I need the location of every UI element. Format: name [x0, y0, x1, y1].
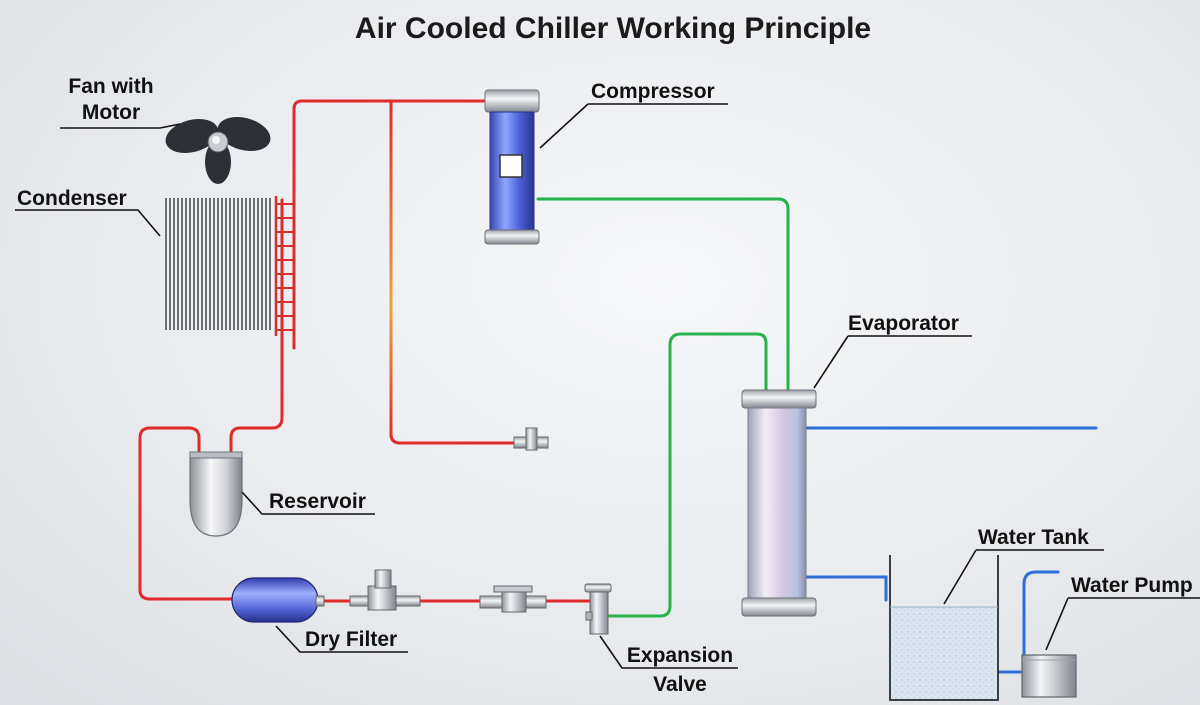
expansion-valve-label: Expansion Valve: [620, 643, 740, 698]
reservoir-icon: [189, 451, 243, 537]
fan-leader: [60, 123, 181, 129]
water-tank-leader: [943, 549, 1104, 605]
expansion-valve-line-2: Valve: [653, 673, 707, 696]
bypass-line-hot: [389, 99, 516, 445]
condenser-coil-icon: [164, 196, 296, 348]
fan-label-line-2: Motor: [81, 101, 141, 124]
water-tank-icon: [889, 555, 999, 701]
liquid-line-valve-1: [349, 569, 421, 611]
evaporator-label: Evaporator: [848, 312, 959, 335]
dry-filter-leader: [275, 625, 408, 653]
fan-label-line-1: Fan with: [68, 75, 154, 98]
compressor-icon: [484, 89, 540, 245]
water-pump-leader: [1045, 597, 1200, 651]
refrigerant-pipes: [138, 99, 790, 618]
fan-label: Fan with Motor: [60, 74, 162, 126]
condenser-leader: [15, 209, 161, 237]
water-pipes: [804, 426, 1098, 674]
bypass-valve-icon: [513, 427, 549, 451]
dry-filter-icon: [231, 577, 325, 623]
expansion-to-evaporator-line: [606, 332, 768, 618]
compressor-label: Compressor: [591, 80, 715, 103]
reservoir-label: Reservoir: [269, 490, 366, 513]
water-pump-label: Water Pump: [1071, 574, 1193, 597]
water-tank-label: Water Tank: [978, 526, 1089, 549]
expansion-valve-line-1: Expansion: [626, 644, 734, 667]
expansion-valve-icon: [584, 583, 612, 635]
condenser-to-reservoir-line: [229, 198, 284, 458]
suction-line: [536, 197, 790, 394]
evaporator-icon: [741, 389, 817, 617]
discharge-line: [292, 99, 486, 350]
leader-lines: [15, 103, 1200, 669]
return-water-line: [804, 575, 888, 602]
water-pump-icon: [1021, 654, 1077, 698]
condenser-label: Condenser: [17, 187, 127, 210]
expansion-valve-leader: [599, 635, 738, 669]
fan-icon: [165, 117, 271, 184]
diagram-title: Air Cooled Chiller Working Principle: [354, 12, 872, 45]
evaporator-leader: [813, 335, 972, 389]
liquid-line-valve-2: [479, 585, 547, 613]
compressor-leader: [539, 103, 728, 149]
reservoir-to-filter-line: [138, 426, 236, 601]
pump-line: [1022, 570, 1060, 659]
dry-filter-label: Dry Filter: [305, 628, 398, 651]
reservoir-leader: [241, 491, 375, 515]
